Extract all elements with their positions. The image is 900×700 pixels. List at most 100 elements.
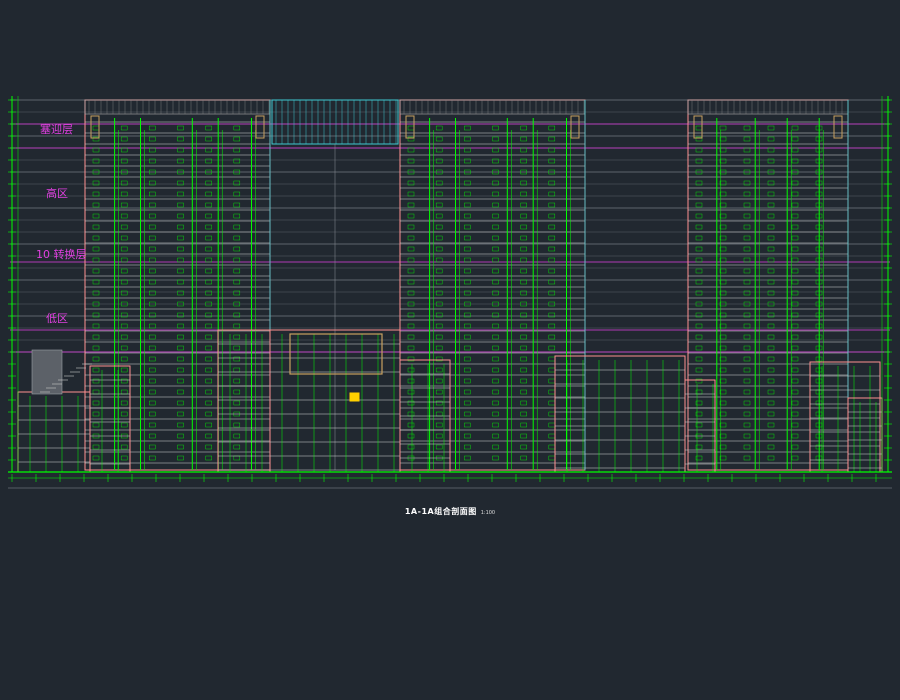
window-mark bbox=[767, 279, 775, 285]
window-mark bbox=[695, 356, 703, 362]
window-mark bbox=[464, 202, 471, 208]
window-mark bbox=[120, 301, 128, 307]
window-mark bbox=[548, 279, 556, 285]
window-mark bbox=[464, 147, 471, 153]
window-mark bbox=[149, 301, 156, 307]
window-mark bbox=[435, 378, 443, 384]
window-mark bbox=[120, 455, 128, 461]
window-mark bbox=[791, 301, 799, 307]
window-mark bbox=[492, 279, 499, 285]
window-mark bbox=[815, 312, 823, 318]
window-mark bbox=[464, 191, 471, 197]
window-mark bbox=[149, 455, 156, 461]
window-mark bbox=[548, 312, 556, 318]
drawing-title: 1A-1A组合剖面图 bbox=[404, 507, 477, 516]
window-mark bbox=[120, 136, 128, 142]
window-mark bbox=[92, 191, 100, 197]
window-mark bbox=[791, 202, 799, 208]
window-mark bbox=[177, 213, 184, 219]
window-mark bbox=[120, 400, 128, 406]
window-mark bbox=[464, 323, 471, 329]
window-mark bbox=[149, 180, 156, 186]
window-mark bbox=[149, 224, 156, 230]
window-mark bbox=[743, 367, 751, 373]
window-mark bbox=[719, 301, 727, 307]
window-mark bbox=[205, 400, 212, 406]
window-mark bbox=[743, 235, 751, 241]
window-mark bbox=[548, 323, 556, 329]
window-mark bbox=[743, 268, 751, 274]
window-mark bbox=[492, 422, 499, 428]
window-mark bbox=[743, 257, 751, 263]
window-mark bbox=[177, 323, 184, 329]
window-mark bbox=[233, 444, 241, 450]
window-mark bbox=[120, 125, 128, 131]
window-mark bbox=[791, 345, 799, 351]
window-mark bbox=[520, 433, 527, 439]
window-mark bbox=[92, 411, 100, 417]
window-mark bbox=[719, 180, 727, 186]
window-mark bbox=[464, 246, 471, 252]
window-mark bbox=[120, 257, 128, 263]
window-mark bbox=[767, 389, 775, 395]
window-mark bbox=[695, 147, 703, 153]
window-mark bbox=[743, 147, 751, 153]
window-mark bbox=[435, 312, 443, 318]
window-mark bbox=[548, 257, 556, 263]
window-mark bbox=[815, 290, 823, 296]
window-mark bbox=[548, 125, 556, 131]
window-mark bbox=[492, 312, 499, 318]
podium-outline bbox=[809, 361, 881, 473]
roof-ornament bbox=[255, 115, 265, 139]
window-mark bbox=[435, 444, 443, 450]
window-mark bbox=[791, 444, 799, 450]
window-mark bbox=[149, 136, 156, 142]
window-mark bbox=[177, 290, 184, 296]
window-mark bbox=[177, 334, 184, 340]
window-mark bbox=[149, 290, 156, 296]
window-mark bbox=[767, 433, 775, 439]
window-mark bbox=[464, 400, 471, 406]
window-mark bbox=[120, 378, 128, 384]
window-mark bbox=[177, 400, 184, 406]
window-mark bbox=[791, 356, 799, 362]
window-mark bbox=[695, 279, 703, 285]
window-mark bbox=[520, 202, 527, 208]
window-mark bbox=[120, 367, 128, 373]
window-mark bbox=[492, 433, 499, 439]
window-mark bbox=[520, 455, 527, 461]
window-mark bbox=[205, 246, 212, 252]
window-mark bbox=[435, 147, 443, 153]
window-mark bbox=[205, 389, 212, 395]
window-mark bbox=[815, 147, 823, 153]
window-mark bbox=[719, 169, 727, 175]
window-mark bbox=[815, 136, 823, 142]
podium-outline bbox=[847, 397, 883, 473]
window-mark bbox=[464, 224, 471, 230]
roof-ornament bbox=[693, 115, 703, 139]
window-mark bbox=[205, 213, 212, 219]
window-mark bbox=[695, 455, 703, 461]
window-mark bbox=[120, 268, 128, 274]
window-mark bbox=[492, 411, 499, 417]
window-mark bbox=[695, 444, 703, 450]
window-mark bbox=[464, 213, 471, 219]
window-mark bbox=[92, 356, 100, 362]
window-mark bbox=[492, 444, 499, 450]
window-mark bbox=[743, 400, 751, 406]
window-mark bbox=[407, 367, 415, 373]
window-mark bbox=[695, 422, 703, 428]
window-mark bbox=[815, 356, 823, 362]
window-mark bbox=[205, 180, 212, 186]
window-mark bbox=[743, 180, 751, 186]
window-mark bbox=[435, 202, 443, 208]
window-mark bbox=[464, 290, 471, 296]
window-mark bbox=[407, 180, 415, 186]
window-mark bbox=[767, 191, 775, 197]
window-mark bbox=[767, 169, 775, 175]
window-mark bbox=[815, 334, 823, 340]
window-mark bbox=[435, 180, 443, 186]
window-mark bbox=[743, 290, 751, 296]
window-mark bbox=[548, 246, 556, 252]
floor-guide-lines bbox=[10, 99, 890, 353]
